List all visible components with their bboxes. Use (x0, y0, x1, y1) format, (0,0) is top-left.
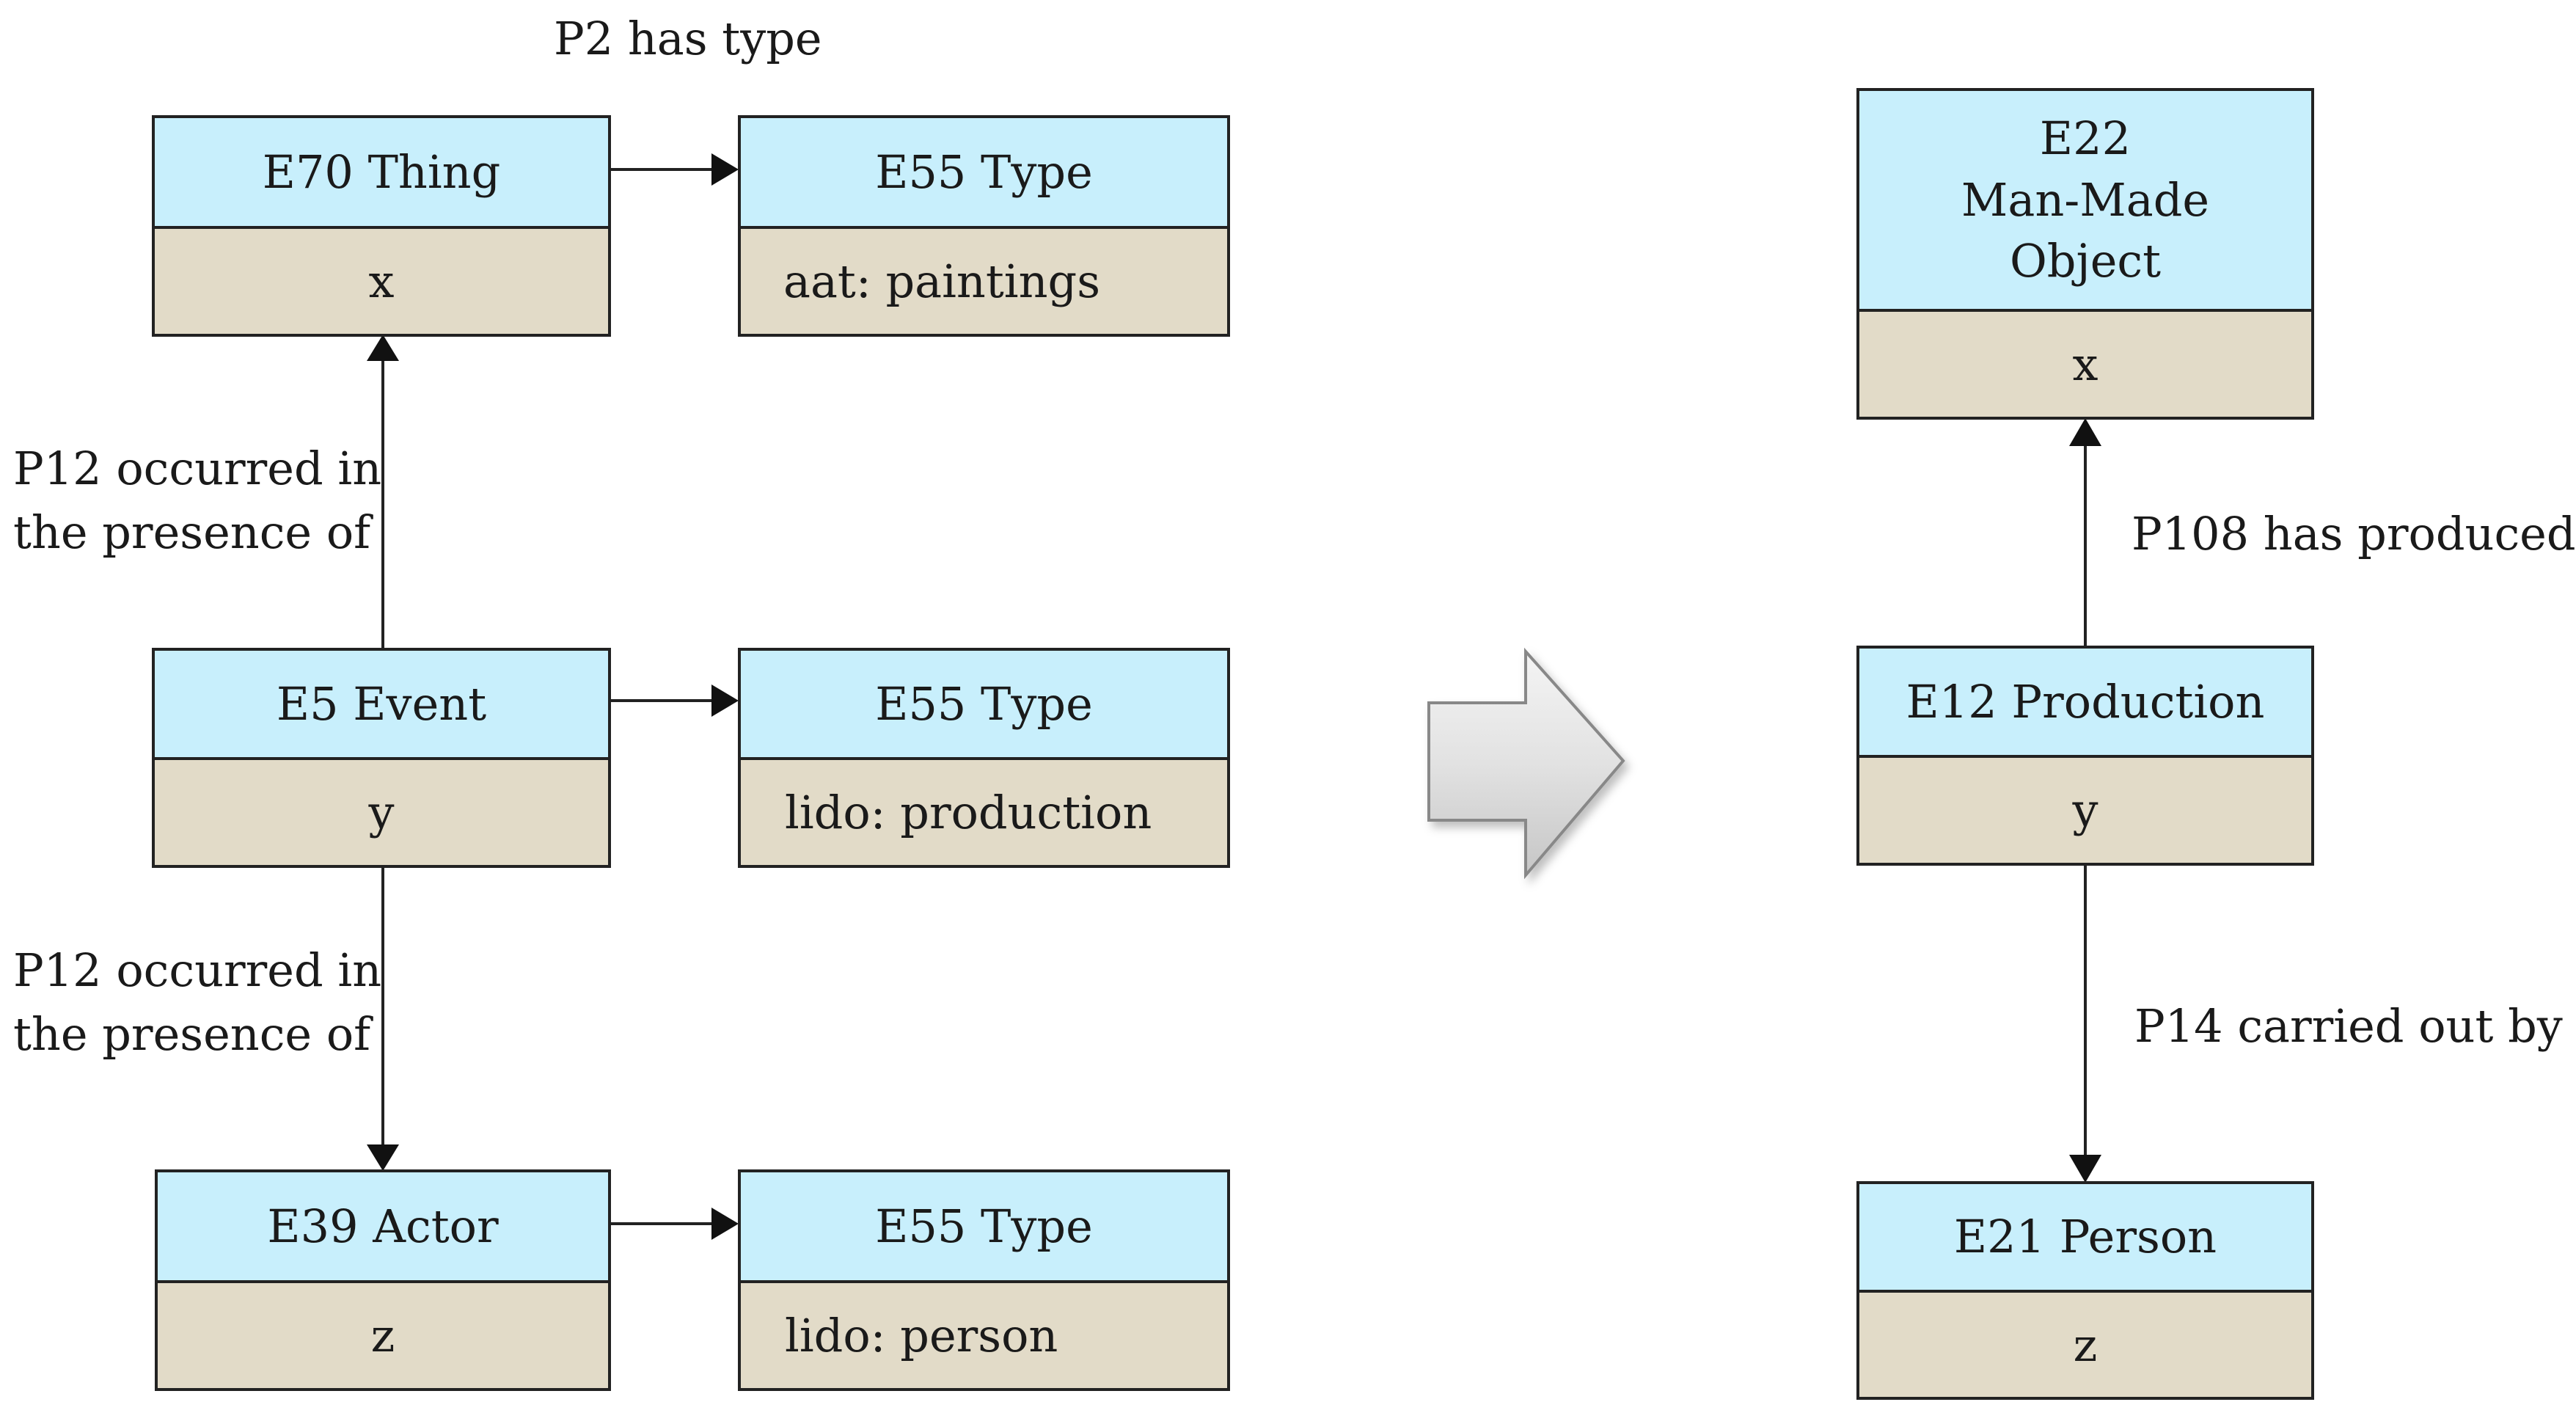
node-type-person-header: E55 Type (741, 1172, 1227, 1283)
node-type-person-value: lido: person (741, 1283, 1227, 1388)
node-type-person: E55 Type lido: person (738, 1169, 1230, 1391)
arrowhead-event-to-thing (367, 335, 399, 361)
arrowhead-event-to-type (711, 684, 739, 717)
edge-label-occurred-upper-line2: the presence of (13, 505, 371, 559)
node-man-made-object-line2: Man-Made (1961, 172, 2210, 227)
edge-label-occurred-upper-line1: P12 occurred in (13, 442, 382, 495)
node-type-production: E55 Type lido: production (738, 648, 1230, 868)
node-type-paintings-value: aat: paintings (741, 229, 1227, 334)
arrowhead-thing-to-type (711, 153, 739, 186)
arrowhead-actor-to-type (711, 1208, 739, 1240)
node-type-paintings: E55 Type aat: paintings (738, 115, 1230, 337)
node-type-production-header: E55 Type (741, 651, 1227, 760)
node-actor-header: E39 Actor (158, 1172, 608, 1283)
edge-label-occurred-lower-line1: P12 occurred in (13, 943, 382, 997)
node-type-production-value: lido: production (741, 760, 1227, 865)
node-type-paintings-header: E55 Type (741, 118, 1227, 229)
node-event: E5 Event y (152, 648, 611, 868)
edge-label-carried-out-by: P14 carried out by (2134, 999, 2563, 1053)
node-thing-value: x (155, 229, 608, 334)
node-event-header: E5 Event (155, 651, 608, 760)
edge-label-has-produced: P108 has produced (2132, 507, 2576, 561)
node-person-value: z (1859, 1293, 2311, 1397)
arrowhead-production-to-person (2069, 1155, 2101, 1183)
transformation-arrow (1427, 647, 1625, 880)
node-man-made-object-line3: Object (2009, 234, 2162, 288)
edge-label-occurred-upper: P12 occurred in the presence of (13, 437, 381, 565)
node-man-made-object-header: E22 Man-Made Object (1859, 91, 2311, 312)
node-man-made-object-value: x (1859, 312, 2311, 417)
arrowhead-event-to-actor (367, 1144, 399, 1171)
node-event-value: y (155, 760, 608, 865)
node-production-value: y (1859, 758, 2311, 863)
node-man-made-object: E22 Man-Made Object x (1856, 88, 2314, 420)
edge-label-occurred-lower: P12 occurred in the presence of (13, 939, 381, 1067)
edge-label-has-type: P2 has type (554, 12, 822, 65)
node-production: E12 Production y (1856, 646, 2314, 866)
node-production-header: E12 Production (1859, 649, 2311, 758)
arrowhead-production-to-object (2069, 418, 2101, 446)
node-thing-header: E70 Thing (155, 118, 608, 229)
edge-label-occurred-lower-line2: the presence of (13, 1007, 371, 1061)
node-person-header: E21 Person (1859, 1184, 2311, 1293)
node-person: E21 Person z (1856, 1181, 2314, 1400)
node-actor: E39 Actor z (155, 1169, 611, 1391)
node-thing: E70 Thing x (152, 115, 611, 337)
node-actor-value: z (158, 1283, 608, 1388)
node-man-made-object-line1: E22 (2039, 111, 2132, 165)
